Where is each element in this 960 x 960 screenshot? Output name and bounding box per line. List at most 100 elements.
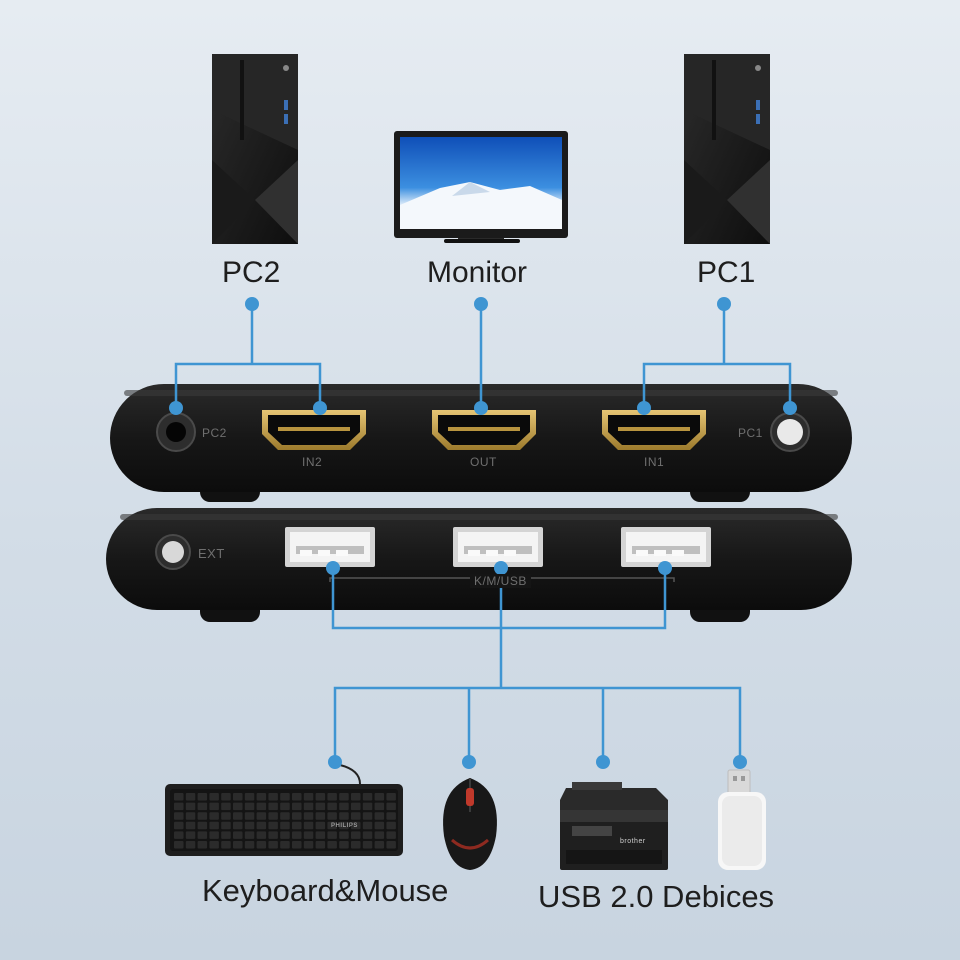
keyboard-key	[304, 803, 314, 811]
monitor-label: Monitor	[427, 256, 527, 290]
keyboard-key	[316, 841, 326, 849]
in1-port-label: IN1	[644, 455, 664, 469]
in2-dot	[313, 401, 327, 415]
keyboard-icon	[165, 765, 403, 856]
keyboard-key	[280, 822, 290, 830]
hdmi-in2-port-icon	[262, 410, 366, 450]
keyboard-key	[174, 812, 184, 820]
pc2-jack-label: PC2	[202, 426, 227, 440]
keyboard-key	[245, 793, 255, 801]
keyboard-key	[221, 812, 231, 820]
in1-dot	[637, 401, 651, 415]
keyboard-key	[209, 822, 219, 830]
keyboard-key	[375, 822, 385, 830]
keyboard-key	[292, 793, 302, 801]
keyboard-key	[327, 841, 337, 849]
printer-brand-text: brother	[620, 838, 646, 845]
keyboard-key	[198, 822, 208, 830]
keyboard-key	[233, 831, 243, 839]
keyboard-key	[386, 803, 396, 811]
keyboard-key	[327, 812, 337, 820]
keyboard-key	[327, 803, 337, 811]
keyboard-key	[375, 793, 385, 801]
keyboard-key	[257, 812, 267, 820]
keyboard-key	[351, 841, 361, 849]
keyboard-key	[268, 822, 278, 830]
pc1-audio-jack-icon	[771, 413, 809, 451]
mouse-icon	[443, 778, 497, 870]
keyboard-key	[351, 803, 361, 811]
keyboard-key	[280, 812, 290, 820]
keyboard-key	[375, 831, 385, 839]
keyboard-key	[209, 831, 219, 839]
keyboard-key	[327, 831, 337, 839]
keyboard-key	[292, 841, 302, 849]
keyboard-key	[351, 812, 361, 820]
keyboard-key	[221, 822, 231, 830]
pc1-tower-icon	[684, 54, 770, 244]
km-usb-label: K/M/USB	[470, 574, 531, 588]
keyboard-key	[174, 803, 184, 811]
keyboard-key	[186, 831, 196, 839]
out-port-label: OUT	[470, 455, 497, 469]
keyboard-key	[339, 812, 349, 820]
keyboard-key	[257, 793, 267, 801]
keyboard-brand-text: PHILIPS	[331, 823, 358, 829]
keyboard-key	[245, 822, 255, 830]
pc2-connector-dot	[245, 297, 259, 311]
monitor-icon	[394, 131, 568, 243]
keyboard-key	[186, 793, 196, 801]
keyboard-key	[386, 831, 396, 839]
keyboard-key	[268, 831, 278, 839]
keyboard-key	[304, 822, 314, 830]
keyboard-key	[257, 841, 267, 849]
keyboard-key	[209, 841, 219, 849]
keyboard-key	[375, 803, 385, 811]
in2-port-label: IN2	[302, 455, 322, 469]
keyboard-key	[233, 841, 243, 849]
usb-port-3-icon	[621, 527, 711, 567]
keyboard-key	[198, 841, 208, 849]
printer-dot	[596, 755, 610, 769]
keyboard-key	[174, 822, 184, 830]
keyboard-key	[268, 793, 278, 801]
keyboard-key	[339, 831, 349, 839]
keyboard-key	[351, 831, 361, 839]
keyboard-key	[174, 793, 184, 801]
keyboard-key	[257, 803, 267, 811]
keyboard-key	[280, 841, 290, 849]
keyboard-key	[363, 831, 373, 839]
keyboard-key	[245, 841, 255, 849]
keyboard-key	[233, 822, 243, 830]
pc2-tower-icon	[212, 54, 298, 244]
keyboard-key	[233, 812, 243, 820]
keyboard-mouse-label: Keyboard&Mouse	[202, 873, 448, 909]
keyboard-key	[198, 831, 208, 839]
keyboard-key	[304, 831, 314, 839]
keyboard-key	[351, 793, 361, 801]
keyboard-key	[280, 803, 290, 811]
keyboard-key	[257, 822, 267, 830]
ext-jack-label: EXT	[198, 546, 225, 561]
keyboard-key	[245, 812, 255, 820]
keyboard-key	[186, 803, 196, 811]
pc1-jack-dot	[783, 401, 797, 415]
keyboard-key	[375, 812, 385, 820]
pc1-label: PC1	[697, 256, 755, 290]
keyboard-key	[363, 841, 373, 849]
keyboard-key	[292, 812, 302, 820]
usb3-dot	[658, 561, 672, 575]
printer-icon	[560, 782, 668, 870]
keyboard-key	[268, 803, 278, 811]
keyboard-key	[221, 803, 231, 811]
keyboard-dot	[328, 755, 342, 769]
keyboard-key	[245, 803, 255, 811]
keyboard-key	[363, 793, 373, 801]
keyboard-key	[198, 803, 208, 811]
keyboard-key	[363, 803, 373, 811]
out-dot	[474, 401, 488, 415]
usb-port-2-icon	[453, 527, 543, 567]
flash-drive-dot	[733, 755, 747, 769]
keyboard-key	[304, 841, 314, 849]
keyboard-key	[221, 793, 231, 801]
